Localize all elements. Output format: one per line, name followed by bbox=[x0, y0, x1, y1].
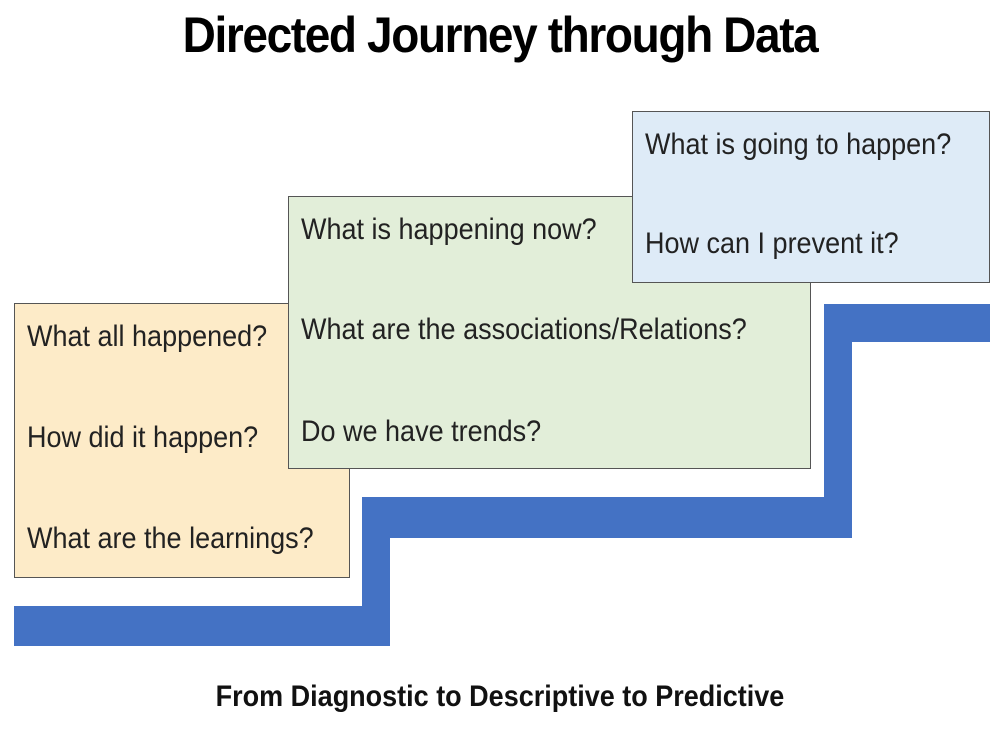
predictive-box: What is going to happen? How can I preve… bbox=[632, 111, 990, 283]
question-what-are-the-learnings: What are the learnings? bbox=[27, 522, 314, 555]
question-how-did-it-happen: How did it happen? bbox=[27, 421, 259, 454]
diagram-caption: From Diagnostic to Descriptive to Predic… bbox=[215, 680, 785, 713]
question-do-we-have-trends: Do we have trends? bbox=[301, 415, 542, 448]
staircase-steps bbox=[14, 304, 990, 646]
question-associations-relations: What are the associations/Relations? bbox=[301, 313, 747, 346]
question-what-is-happening-now: What is happening now? bbox=[301, 213, 597, 246]
question-how-can-i-prevent-it: How can I prevent it? bbox=[645, 227, 899, 260]
diagnostic-box: What is happening now? What are the asso… bbox=[288, 196, 811, 469]
question-what-is-going-to-happen: What is going to happen? bbox=[645, 128, 952, 161]
diagram-title: Directed Journey through Data bbox=[182, 7, 819, 63]
question-what-all-happened: What all happened? bbox=[27, 320, 268, 353]
